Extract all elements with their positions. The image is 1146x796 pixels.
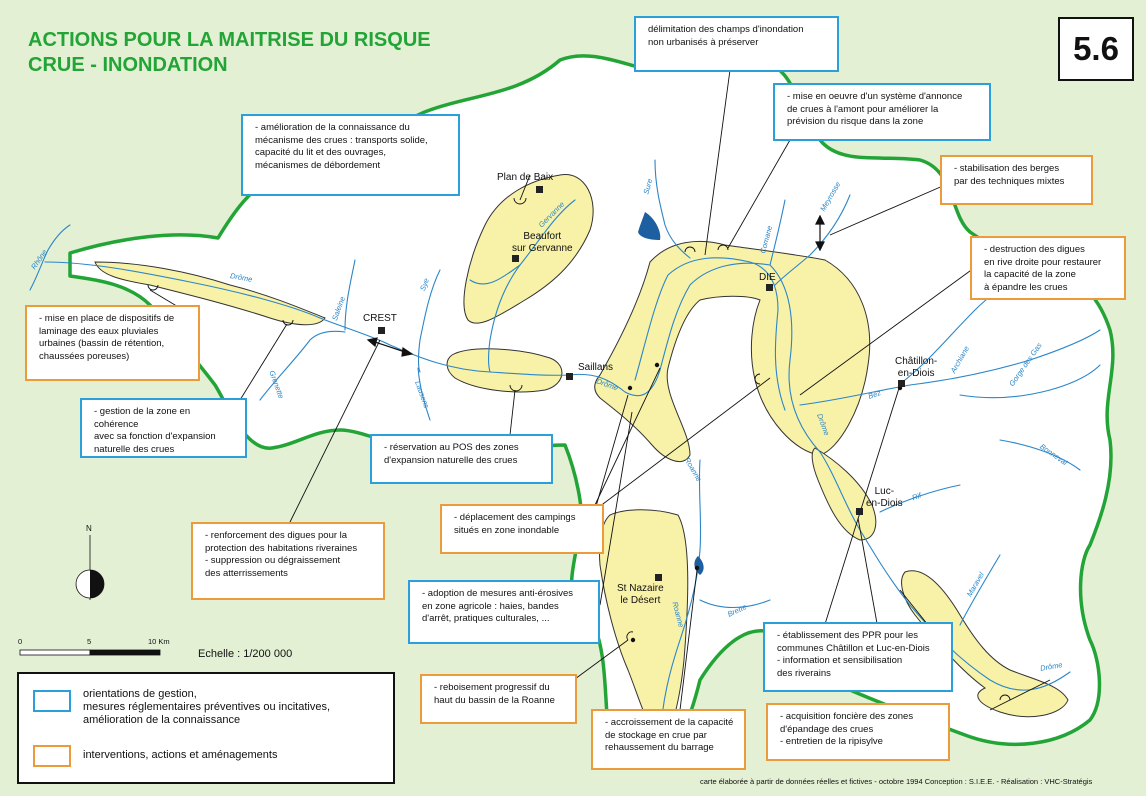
scale-bar (19, 649, 161, 656)
river-gervanne (487, 199, 576, 373)
town-plan-de-baix (536, 186, 543, 193)
place-saillans: Saillans (578, 362, 614, 373)
town-luc (856, 508, 863, 515)
place-crest: CREST (363, 313, 397, 324)
legend: orientations de gestion, mesures régleme… (17, 672, 395, 784)
flood-zone-lower-drome (94, 261, 326, 326)
river-saleine (344, 259, 356, 331)
river-comane (769, 199, 786, 266)
place-plan-de-baix: Plan de Baix (497, 172, 554, 183)
place-die: DIE (759, 272, 776, 283)
town-saillans (566, 373, 573, 380)
river-grenette (259, 330, 346, 401)
flood-zone-luc (811, 447, 877, 541)
flood-zone-gervanne (463, 174, 594, 324)
scale-tick-5: 5 (87, 637, 92, 646)
place-chatillon: Châtillon-en-Diois (895, 356, 938, 379)
river-drome-channel2 (634, 257, 786, 411)
river-rhone (29, 224, 71, 291)
river-brette (699, 599, 771, 608)
town-chatillon (898, 380, 905, 387)
title-line-2: CRUE - INONDATION (28, 54, 228, 76)
town-die (766, 284, 773, 291)
river-rif (879, 484, 961, 513)
title-line-1: ACTIONS POUR LA MAITRISE DU RISQUE (28, 29, 431, 51)
town-st-nazaire (655, 574, 662, 581)
crest-arrow-icon (366, 337, 414, 357)
legend-swatch-blue (33, 690, 71, 712)
river-maravel (959, 554, 1001, 626)
river-bonneval (999, 439, 1081, 471)
map-title: ACTIONS POUR LA MAITRISE DU RISQUE CRUE … (28, 28, 431, 78)
monitoring-arrow-icon (815, 214, 825, 252)
river-sure (654, 159, 691, 259)
river-drome-main (44, 261, 1071, 691)
flood-zone-saillans-west (446, 348, 563, 393)
town-beaufort (512, 255, 519, 262)
legend-blue-text: orientations de gestion, mesures régleme… (83, 688, 331, 726)
map-number-badge: 5.6 (1058, 17, 1134, 81)
legend-orange-text: interventions, actions et aménagements (83, 749, 278, 761)
legend-swatch-orange (33, 745, 71, 767)
scale-tick-10: 10 Km (148, 637, 170, 646)
dam-sure-icon (638, 212, 661, 240)
scale-label: Echelle : 1/200 000 (198, 648, 293, 660)
north-arrow-icon (75, 535, 105, 600)
river-roanne (659, 459, 702, 741)
town-crest (378, 327, 385, 334)
credits: carte élaborée à partir de données réell… (700, 777, 1093, 786)
river-gervanne-trib (469, 264, 521, 285)
river-gorge-gas (959, 364, 1101, 399)
place-luc: Luc-en-Diois (866, 486, 903, 509)
river-meyrosse (774, 194, 851, 286)
river-lausens (417, 367, 431, 421)
river-sye (417, 269, 441, 373)
river-bez (799, 329, 1101, 406)
north-label: N (86, 524, 92, 533)
scale-tick-0: 0 (18, 637, 23, 646)
